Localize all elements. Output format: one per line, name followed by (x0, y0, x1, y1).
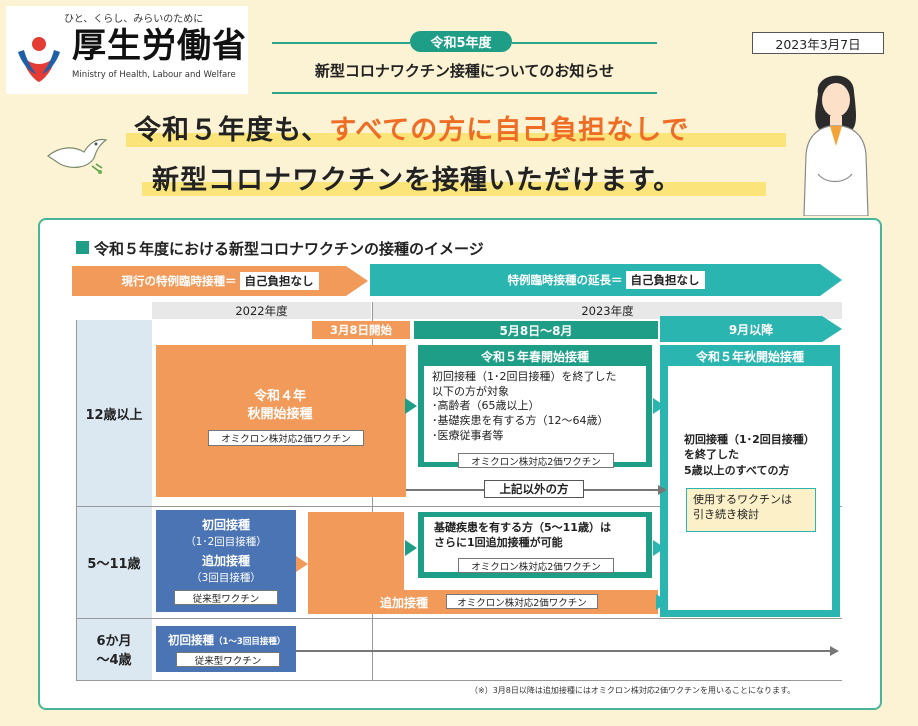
logo-tagline: ひと、くらし、みらいのために (64, 14, 204, 25)
child-conventional-vaccine: 従来型ワクチン (174, 590, 278, 605)
row-divider-2 (76, 618, 842, 619)
child-spring-text: 基礎疾患を有する方（5～11歳）は さらに1回追加接種が可能 (434, 521, 611, 550)
headline-line-1-a: 令和５年度も、 (134, 115, 330, 146)
spring-2023-inner (424, 366, 646, 462)
phase-current-value: 自己負担なし (240, 272, 319, 290)
phase-current-label: 現行の特例臨時接種＝ (121, 274, 237, 288)
panel-title-marker (76, 241, 89, 254)
arrow-to-spring-icon (405, 398, 417, 414)
mhlw-logo-icon (18, 37, 60, 82)
others-arrow-head-icon (658, 485, 667, 495)
autumn-2022-block (156, 345, 406, 497)
logo-area (6, 6, 248, 94)
table-left-line (76, 320, 77, 680)
spring-2023-text: 初回接種（1･2回目接種）を終了した 以下の方が対象 ･高齢者（65歳以上） ･… (432, 370, 617, 442)
child-spring-vaccine: オミクロン株対応2価ワクチン (458, 558, 614, 573)
period-mar8: 3月8日開始 (312, 321, 410, 339)
infant-arrow-head-icon (830, 646, 839, 656)
autumn-2023-text: 初回接種（1･2回目接種） を終了した 5歳以上のすべての方 (684, 433, 815, 477)
headline-line-2: 新型コロナワクチンを接種いただけます。 (152, 165, 682, 196)
period-sep-onward: 9月以降 (660, 316, 842, 342)
doctor-illustration-icon (803, 75, 869, 216)
others-label: 上記以外の方 (484, 480, 584, 498)
header-rule-left (272, 42, 410, 44)
phase-extension-label: 特例臨時接種の延長＝ (507, 273, 623, 287)
year-2023-header: 2023年度 (373, 302, 842, 319)
infant-initial-label: 初回接種 (168, 633, 214, 647)
arrow-child-spring-to-autumn-icon (653, 540, 665, 556)
spring-2023-vaccine: オミクロン株対応2価ワクチン (458, 453, 614, 468)
infant-initial-title: 初回接種（1～3回目接種） (168, 632, 285, 648)
child-initial-sub: （1･2回目接種） (185, 536, 267, 548)
infant-conventional-vaccine: 従来型ワクチン (176, 652, 280, 667)
age-row-infant: 6か月 ～4歳 (76, 618, 152, 680)
infant-arrow-line (296, 650, 830, 652)
child-booster-title: 追加接種 (201, 554, 250, 568)
autumn-2022-title: 令和４年 秋開始接種 (247, 389, 313, 422)
vaccine-tbd-note: 使用するワクチンは 引き続き検討 (686, 488, 816, 532)
header-rule-right (512, 42, 657, 44)
headline-line-1: 令和５年度も、すべての方に自己負担なしで (134, 108, 689, 147)
page-title: 新型コロナワクチン接種についてのお知らせ (314, 62, 615, 80)
autumn-2022-vaccine: オミクロン株対応2価ワクチン (208, 430, 364, 446)
phase-extension-bar: 特例臨時接種の延長＝ 自己負担なし (370, 264, 842, 296)
child-booster-sub: （3回目接種） (191, 572, 261, 584)
age-row-5to11: 5～11歳 (76, 506, 152, 618)
child-initial-title: 初回接種 (201, 518, 250, 532)
arrow-child-to-booster-icon (296, 556, 308, 572)
ministry-name: 厚生労働省 (72, 26, 247, 66)
ministry-english-name: Ministry of Health, Labour and Welfare (72, 70, 236, 80)
footnote: （※）3月8日以降は追加接種にはオミクロン株対応2価ワクチンを用いることになりま… (470, 686, 796, 695)
child-booster-label: 追加接種 (380, 596, 429, 610)
phase-current-bar: 現行の特例臨時接種＝ 自己負担なし (72, 266, 368, 296)
headline-line-1-b: すべての方に自己負担なしで (329, 115, 690, 146)
dove-icon (46, 138, 108, 174)
row-divider-1 (76, 506, 842, 507)
phase-extension-value: 自己負担なし (626, 271, 705, 289)
panel-title: 令和５年度における新型コロナワクチンの接種のイメージ (94, 240, 484, 258)
headline-highlight-1 (126, 133, 786, 147)
header-rule-bottom (272, 92, 657, 94)
age-row-12plus: 12歳以上 (76, 320, 152, 506)
period-may-aug: 5月8日～8月 (414, 321, 658, 339)
table-bottom-line (76, 680, 842, 681)
arrow-to-child-spring-icon (405, 540, 417, 556)
year-badge: 令和5年度 (410, 31, 512, 52)
autumn-2023-title: 令和５年秋開始接種 (695, 349, 804, 364)
date-label: 2023年3月7日 (752, 32, 884, 54)
spring-2023-title: 令和５年春開始接種 (480, 349, 589, 364)
infant-initial-sub: （1～3回目接種） (214, 637, 286, 647)
arrow-booster-to-autumn-icon (656, 594, 668, 610)
child-booster-vaccine: オミクロン株対応2価ワクチン (446, 594, 598, 609)
headline-highlight-2 (142, 182, 766, 196)
year-2022-header: 2022年度 (152, 302, 371, 319)
